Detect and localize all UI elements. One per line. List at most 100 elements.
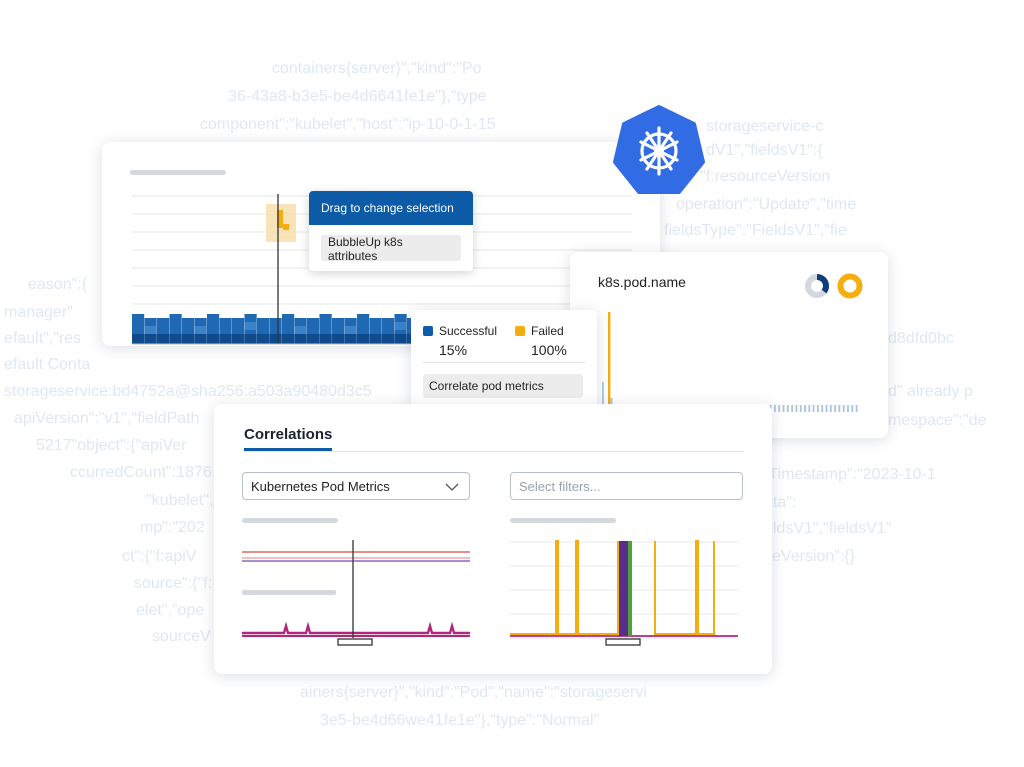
code-line: eason":{ (28, 276, 88, 293)
heatmap-cell (332, 334, 345, 344)
heatmap-cell (344, 334, 357, 344)
heatmap-cell (207, 334, 220, 344)
histogram-bar (851, 405, 854, 412)
pod-card-title: k8s.pod.name (598, 274, 686, 290)
code-line: apiVersion":"v1","fieldPath (14, 410, 200, 427)
heatmap-cell (269, 334, 282, 344)
histogram-bar (821, 405, 824, 412)
successful-swatch (423, 325, 433, 336)
histogram-bar (825, 405, 828, 412)
code-line: tTimestamp":"2023-10-1 (764, 466, 936, 483)
code-line: 5217"object":{"apiVer (36, 437, 187, 454)
histogram-bar (795, 405, 798, 412)
code-line: ceVersion":{} (764, 548, 856, 565)
bubbleup-button[interactable]: BubbleUp k8s attributes (321, 235, 461, 263)
histogram-bar (782, 405, 785, 412)
code-line: 36-43a8-b3e5-be4d6641fe1e"},"type (228, 88, 487, 105)
code-line: source":{"f: (134, 575, 213, 592)
heatmap-cell (244, 322, 257, 330)
correlate-pod-metrics-button[interactable]: Correlate pod metrics (423, 374, 583, 398)
chart-title-placeholder (510, 518, 616, 523)
ring-icon[interactable] (836, 272, 864, 300)
successful-value: 15% (439, 342, 468, 358)
orange-series (654, 540, 715, 635)
heatmap-cell (382, 334, 395, 344)
heatmap-cell (219, 334, 232, 344)
heatmap-cell (194, 334, 207, 344)
green-band (628, 541, 632, 636)
pod-metrics-chart-left[interactable] (242, 536, 472, 646)
legend-card: Successful 15% Failed 100% Correlate pod… (411, 310, 597, 412)
metrics-select-value: Kubernetes Pod Metrics (251, 479, 390, 494)
heatmap-cell (144, 326, 157, 334)
histogram-bar (817, 405, 819, 412)
code-line: efault","res (4, 330, 82, 347)
right-chart-drag-handle (605, 638, 641, 646)
left-chart-drag-handle (337, 638, 373, 646)
pod-histogram[interactable] (598, 304, 868, 414)
code-line: elet","ope (136, 602, 205, 619)
heatmap-cell (132, 334, 145, 344)
code-line: d" already p (888, 383, 973, 400)
histogram-bar (829, 405, 832, 412)
legend-successful: Successful 15% (423, 322, 497, 358)
code-line: containers{server}","kind":"Po (272, 60, 482, 77)
filters-input[interactable]: Select filters... (510, 472, 743, 500)
heatmap-cell (357, 334, 370, 344)
purple-band (619, 541, 628, 636)
histogram-bar (855, 405, 858, 412)
code-line: efault Conta (4, 356, 91, 373)
code-line: "f:resourceVersion (700, 168, 831, 185)
heatmap-cell (394, 334, 407, 344)
successful-label: Successful (439, 324, 498, 338)
magenta-series (242, 621, 470, 635)
heatmap-cell (394, 322, 407, 330)
code-line: mp":"202 (140, 519, 205, 536)
metrics-select[interactable]: Kubernetes Pod Metrics (242, 472, 470, 500)
tab-correlations[interactable]: Correlations (244, 426, 333, 443)
heatmap-cell (169, 334, 182, 344)
legend-failed: Failed 100% (515, 322, 567, 358)
code-line: mespace":"de (888, 412, 987, 429)
histogram-bar (778, 405, 781, 412)
donut-chart-icon[interactable] (804, 273, 830, 299)
orange-series (510, 540, 619, 635)
histogram-bar (791, 405, 793, 412)
heatmap-cell (182, 334, 195, 344)
code-line: ct":{"f:apiV (122, 548, 197, 565)
code-line: operation":"Update","time (676, 196, 857, 213)
heatmap-cell (294, 334, 307, 344)
code-line: 3e5-be4d66we41fe1e"},"type":"Normal" (320, 712, 600, 729)
histogram-bar (602, 382, 604, 412)
drag-selection-tooltip: Drag to change selection BubbleUp k8s at… (309, 191, 473, 271)
heatmap-cell (257, 334, 270, 344)
histogram-bar (847, 405, 849, 412)
legend-divider (423, 362, 585, 363)
heatmap-cell (157, 334, 170, 344)
code-line: fieldsType":"FieldsV1","fie (664, 222, 847, 239)
heatmap-cell (369, 334, 382, 344)
heatmap-cell (319, 334, 332, 344)
heatmap-cell (244, 334, 257, 344)
histogram-bar (842, 405, 845, 412)
pod-metrics-chart-right[interactable] (510, 536, 740, 646)
chart-title-placeholder (242, 518, 338, 523)
code-line: storageservice-c (706, 118, 824, 135)
code-line: ata": (764, 494, 797, 511)
code-line: eldsV1","fieldsV1" (764, 520, 892, 537)
tab-divider (244, 451, 744, 452)
histogram-bar (838, 405, 841, 412)
code-line: ccurredCount":1876 (70, 464, 212, 481)
histogram-bar (834, 405, 836, 412)
filters-placeholder: Select filters... (519, 479, 601, 494)
histogram-bar (774, 405, 776, 412)
heatmap-cell (344, 326, 357, 334)
heatmap-cell (294, 326, 307, 334)
failed-swatch (515, 325, 525, 336)
code-line: "kubelet", (146, 492, 214, 509)
histogram-bar (799, 405, 802, 412)
heatmap-cell (232, 334, 245, 344)
tooltip-header: Drag to change selection (309, 191, 473, 225)
heatmap-cell (307, 334, 320, 344)
correlations-card: Correlations Kubernetes Pod Metrics Sele… (214, 404, 772, 674)
